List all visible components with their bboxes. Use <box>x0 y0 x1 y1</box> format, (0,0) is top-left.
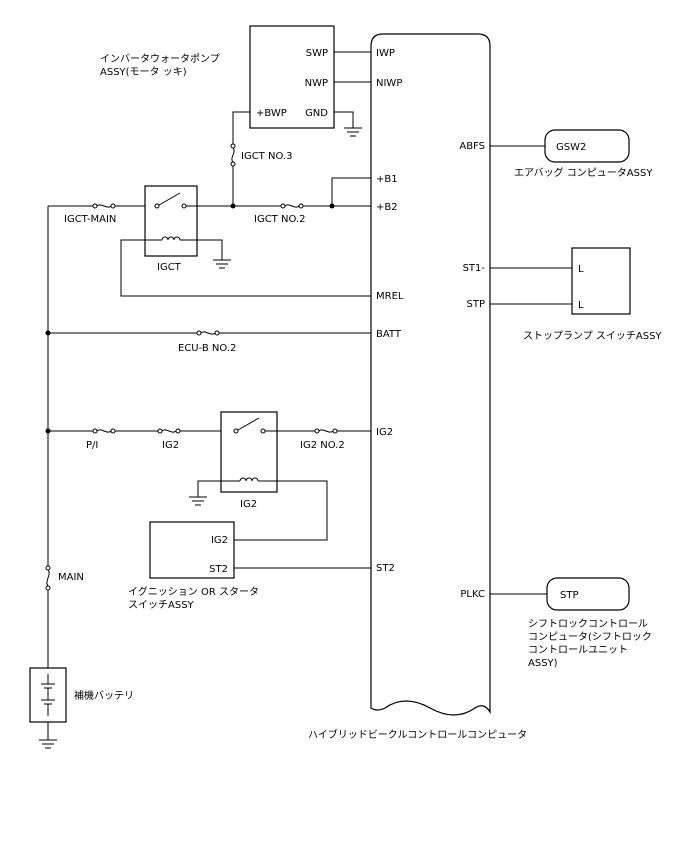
stop-switch-name: ストップランプ スイッチASSY <box>523 330 662 342</box>
fuse-igct-main-label: IGCT-MAIN <box>64 214 116 225</box>
stop-switch-pin1: L <box>578 264 584 275</box>
ecu-pin-b1: +B1 <box>376 174 398 185</box>
auxiliary-battery: 補機バッテリ <box>29 667 134 723</box>
water-pump-pin-swp: SWP <box>306 48 328 59</box>
fuse-main-label: MAIN <box>58 572 84 583</box>
water-pump-name-line1: インバータウォータポンプ <box>100 53 220 65</box>
ignition-switch-name-line1: イグニッション OR スタータ <box>128 585 259 598</box>
shift-lock-computer: STP シフトロックコントロール コンピュータ(シフトロック コントロールユニッ… <box>528 577 652 669</box>
fuse-igct-no2-label: IGCT NO.2 <box>254 214 305 225</box>
fuse-igct-main-symbol <box>92 203 116 209</box>
ground-symbol <box>344 127 362 137</box>
ignition-switch-pin-st2: ST2 <box>209 564 228 575</box>
ecu-pin-b2: +B2 <box>376 202 398 213</box>
ecu-pin-abfs: ABFS <box>459 141 485 152</box>
airbag-name: エアバッグ コンピュータASSY <box>514 166 653 179</box>
ground-symbol <box>39 739 57 749</box>
fuse-ig2-symbol <box>157 428 181 434</box>
shift-lock-name-line1: シフトロックコントロール <box>528 618 648 630</box>
hv-ecu-name: ハイブリッドビークルコントロールコンピュータ <box>308 728 527 741</box>
ignition-switch-name-line2: スイッチASSY <box>128 599 195 611</box>
fuse-pi-label: P/I <box>86 440 98 451</box>
water-pump-pin-nwp: NWP <box>305 78 328 89</box>
stop-lamp-switch-assy: L L ストップランプ スイッチASSY <box>523 247 662 342</box>
fuse-ig2-label: IG2 <box>162 440 179 451</box>
ground-symbol <box>189 496 207 506</box>
airbag-computer-assy: GSW2 エアバッグ コンピュータASSY <box>514 129 653 179</box>
shift-lock-pin-stp: STP <box>560 590 579 601</box>
shift-lock-name-line2: コンピュータ(シフトロック <box>528 631 652 643</box>
fuse-ig2-no2-symbol <box>314 428 338 434</box>
ecu-pin-iwp: IWP <box>376 48 395 59</box>
airbag-pin-gsw2: GSW2 <box>556 142 586 153</box>
water-pump-pin-bwp: +BWP <box>256 108 287 119</box>
water-pump-pin-gnd: GND <box>305 108 328 119</box>
ecu-pin-mrel: MREL <box>376 291 404 302</box>
ecu-pin-st1: ST1- <box>463 263 486 274</box>
stop-switch-pin2: L <box>578 300 584 311</box>
ground-symbol <box>213 259 231 269</box>
relay-igct: IGCT <box>144 185 198 273</box>
ignition-switch-pin-ig2: IG2 <box>211 535 228 546</box>
ecu-pin-st2: ST2 <box>376 563 395 574</box>
relay-ig2: IG2 <box>220 411 278 510</box>
battery-name: 補機バッテリ <box>74 689 134 702</box>
ecu-pin-ig2: IG2 <box>376 427 393 438</box>
fuse-ig2-no2-label: IG2 NO.2 <box>300 440 345 451</box>
fuse-igct-no3-label: IGCT NO.3 <box>241 151 292 162</box>
fuse-igct-no3-symbol <box>230 143 236 167</box>
ecu-pin-stp: STP <box>467 299 486 310</box>
fuse-ecub-no2-label: ECU-B NO.2 <box>178 343 236 354</box>
relay-ig2-label: IG2 <box>240 499 257 510</box>
fuse-igct-no2-symbol <box>280 203 304 209</box>
ignition-switch-assy: IG2 ST2 イグニッション OR スタータ スイッチASSY <box>128 521 259 611</box>
fuse-main-symbol <box>45 565 51 591</box>
hv-ecu: ハイブリッドビークルコントロールコンピュータ <box>308 33 527 741</box>
ecu-pin-batt: BATT <box>376 329 402 340</box>
fuse-pi-symbol <box>92 428 116 434</box>
water-pump-assy: SWP NWP +BWP GND インバータウォータポンプ ASSY(モータ ッ… <box>100 25 335 129</box>
shift-lock-name-line3: コントロールユニット <box>528 645 628 656</box>
fuse-ecub-no2-symbol <box>196 330 220 336</box>
ecu-pin-niwp: NIWP <box>376 78 402 89</box>
water-pump-name-line2: ASSY(モータ ッキ) <box>100 66 187 78</box>
shift-lock-name-line4: ASSY) <box>528 658 558 669</box>
ecu-pin-plkc: PLKC <box>460 589 485 600</box>
relay-igct-label: IGCT <box>157 262 182 273</box>
